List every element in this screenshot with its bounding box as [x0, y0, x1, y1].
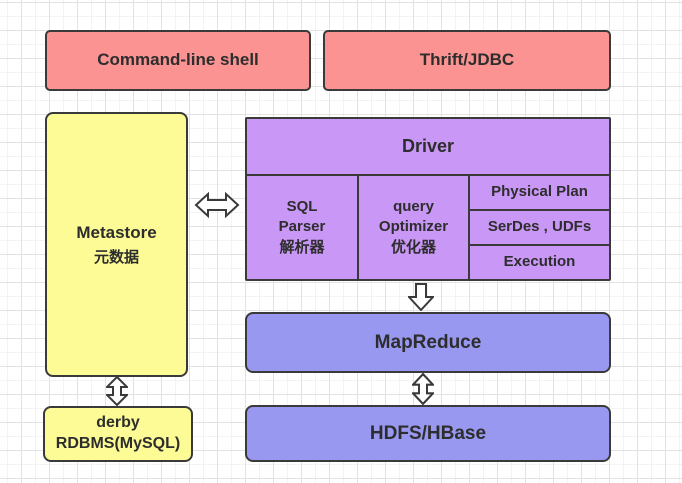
mapreduce-node: MapReduce [245, 312, 611, 373]
serdes-udfs-node: SerDes , UDFs [470, 209, 609, 244]
mapreduce-hdfs-double-arrow-icon [412, 373, 434, 405]
metastore-derby-double-arrow-icon [106, 376, 128, 406]
driver-right-column: Physical Plan SerDes , UDFs Execution [470, 176, 609, 279]
thrift-jdbc-node: Thrift/JDBC [323, 30, 611, 91]
driver-node: Driver SQL Parser 解析器 query Optimizer 优化… [245, 117, 611, 281]
sql-parser-line3: 解析器 [279, 238, 325, 256]
driver-mapreduce-down-arrow-icon [408, 283, 434, 311]
metastore-driver-double-arrow-icon [194, 191, 240, 219]
derby-label-line2: RDBMS(MySQL) [55, 435, 181, 452]
hdfs-hbase-node: HDFS/HBase [245, 405, 611, 462]
query-optimizer-line2: Optimizer [378, 218, 449, 236]
hdfs-hbase-label: HDFS/HBase [369, 422, 487, 444]
driver-body: SQL Parser 解析器 query Optimizer 优化器 Physi… [247, 176, 609, 279]
thrift-jdbc-label: Thrift/JDBC [419, 50, 515, 70]
derby-label-line1: derby [96, 414, 140, 432]
metastore-label-en: Metastore [76, 222, 157, 242]
sql-parser-node: SQL Parser 解析器 [247, 176, 359, 279]
query-optimizer-line3: 优化器 [390, 238, 436, 256]
derby-rdbms-node: derby RDBMS(MySQL) [43, 406, 193, 462]
execution-node: Execution [470, 244, 609, 279]
query-optimizer-line1: query [393, 198, 434, 216]
metastore-label-cn: 元数据 [93, 249, 139, 267]
sql-parser-line2: Parser [278, 218, 326, 236]
command-line-shell-label: Command-line shell [97, 50, 259, 70]
query-optimizer-node: query Optimizer 优化器 [359, 176, 470, 279]
metastore-node: Metastore 元数据 [45, 112, 188, 377]
mapreduce-label: MapReduce [374, 331, 482, 353]
sql-parser-line1: SQL [286, 198, 318, 216]
physical-plan-node: Physical Plan [491, 183, 588, 201]
driver-title: Driver [247, 119, 609, 176]
command-line-shell-node: Command-line shell [45, 30, 311, 91]
